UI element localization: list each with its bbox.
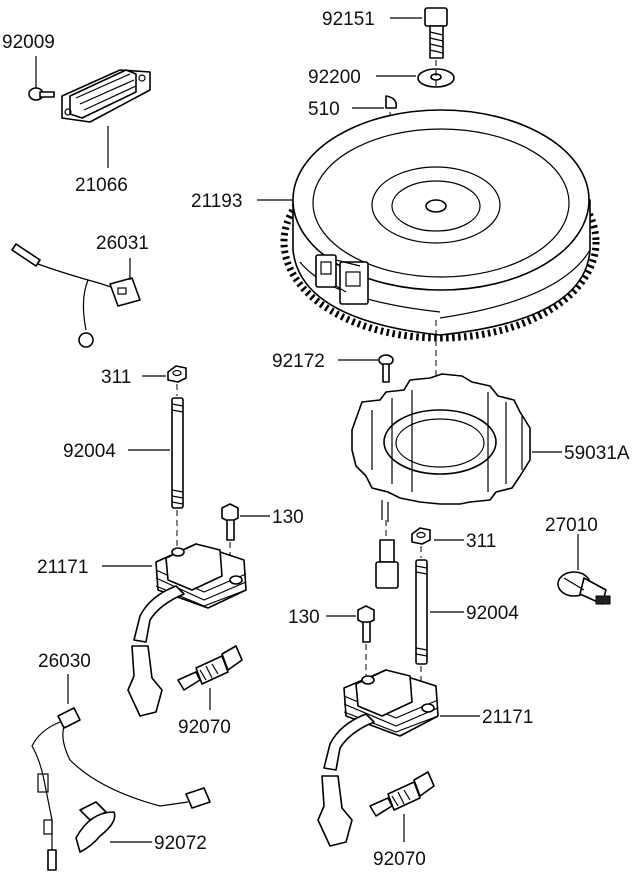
- callout-59031A: 59031A: [564, 443, 630, 464]
- callout-92151: 92151: [322, 9, 375, 30]
- bolt-130-right: [357, 605, 375, 643]
- key-510: [385, 95, 398, 109]
- spark-plug-92070-right: [369, 771, 435, 817]
- wire-harness-26030: [31, 707, 211, 871]
- callout-92070-right: 92070: [373, 849, 426, 870]
- callout-26031: 26031: [96, 233, 149, 254]
- bolt-130-left: [221, 503, 239, 541]
- flywheel-21193: [280, 109, 600, 342]
- callout-92004-left: 92004: [63, 441, 116, 462]
- stud-92004-left: [171, 397, 184, 509]
- callout-130-right: 130: [288, 607, 320, 628]
- screw-92172: [378, 354, 394, 383]
- callout-27010: 27010: [545, 515, 598, 536]
- callout-21171-right: 21171: [482, 707, 533, 728]
- screw-92009: [28, 87, 55, 101]
- spark-plug-92070-left: [177, 645, 243, 691]
- ignition-coil-21171-right: [317, 669, 439, 847]
- regulator-21066: [61, 69, 151, 123]
- clamp-92072: [75, 801, 116, 853]
- ignition-coil-21171-left: [127, 543, 247, 717]
- bolt-92151: [424, 7, 448, 59]
- callout-130-left: 130: [272, 507, 304, 528]
- washer-92200: [417, 68, 455, 88]
- callout-92200: 92200: [308, 67, 361, 88]
- callout-92072: 92072: [154, 833, 207, 854]
- callout-21193: 21193: [191, 191, 242, 212]
- stud-92004-right: [415, 559, 428, 665]
- callout-26030: 26030: [38, 651, 91, 672]
- callout-92009: 92009: [2, 32, 55, 53]
- nut-311-left: [167, 365, 187, 383]
- callout-21171-left: 21171: [37, 557, 88, 578]
- callout-510: 510: [308, 99, 340, 120]
- callout-311-right: 311: [466, 531, 496, 552]
- callout-21066: 21066: [75, 175, 128, 196]
- lead-wire-26031: [11, 243, 141, 348]
- callout-311-left: 311: [101, 367, 131, 388]
- nut-311-right: [411, 527, 431, 545]
- oil-switch-27010: [557, 571, 611, 605]
- callout-92172: 92172: [272, 351, 325, 372]
- callout-92070-left: 92070: [178, 717, 231, 738]
- stator-59031A: [351, 373, 531, 589]
- callout-92004-right: 92004: [466, 603, 519, 624]
